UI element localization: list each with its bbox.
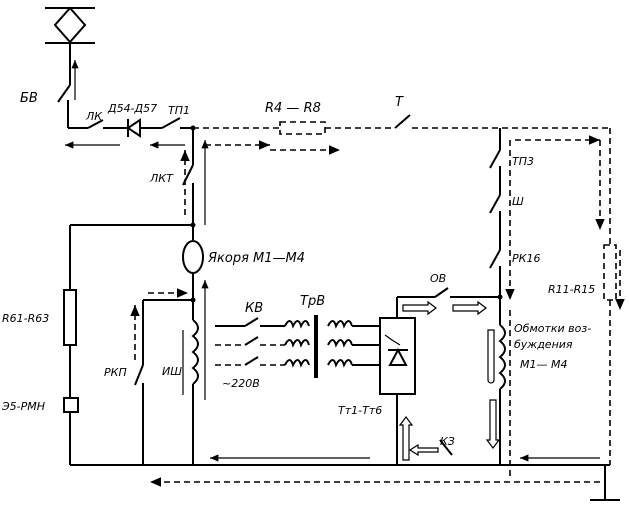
- armature-motor-icon: [182, 240, 204, 274]
- diode-icon: [126, 118, 141, 138]
- label-sh: Ш: [512, 195, 524, 208]
- label-kz: КЗ: [440, 435, 455, 448]
- pantograph-icon: [45, 6, 95, 85]
- label-tp3: ТП3: [512, 155, 534, 168]
- resistor-r11-r15: [603, 244, 617, 301]
- label-field-3: М1— М4: [520, 358, 567, 371]
- label-tp1: ТП1: [168, 104, 190, 117]
- label-kv: КВ: [245, 301, 263, 316]
- lk-switch: [87, 119, 104, 129]
- transformer-icon: [284, 315, 380, 378]
- label-trv: ТрВ: [300, 294, 325, 309]
- t-switch: [394, 114, 411, 129]
- tp3-switch: [489, 149, 501, 169]
- label-220v: ~220В: [222, 377, 260, 390]
- rk16-switch: [489, 249, 501, 269]
- label-field-2: буждения: [514, 338, 573, 351]
- label-armature: Якоря М1—М4: [207, 251, 305, 266]
- label-r61-r63: R61-R63: [2, 312, 49, 325]
- label-tt1-tt6: Тт1-Тт6: [338, 404, 382, 417]
- ov-switch: [434, 287, 449, 298]
- label-rkp: РКП: [104, 366, 127, 379]
- label-lk: ЛК: [85, 110, 103, 123]
- rectifier-icon: [379, 317, 416, 395]
- kv-switches: [215, 317, 285, 366]
- label-lkt: ЛКТ: [149, 172, 174, 185]
- label-e5-rmn: Э5-РМН: [1, 400, 45, 413]
- label-field-1: Обмотки воз-: [514, 322, 591, 335]
- label-r11-r15: R11-R15: [548, 283, 595, 296]
- relay-coil-e5-rmn: [63, 397, 79, 413]
- label-diodes: Д54-Д57: [107, 102, 157, 115]
- ground-icon: [590, 465, 620, 501]
- rkp-switch: [134, 364, 144, 386]
- field-winding-coil: [498, 324, 506, 390]
- sh-switch: [489, 194, 501, 214]
- label-ish: ИШ: [162, 365, 182, 378]
- resistor-r4-r8: [279, 121, 326, 135]
- tp1-switch: [161, 117, 181, 129]
- label-r4-r8: R4 — R8: [265, 101, 321, 116]
- label-bv: БВ: [20, 91, 38, 106]
- label-ov: ОВ: [430, 272, 446, 285]
- bv-switch: [57, 84, 71, 103]
- kz-switch: [439, 439, 453, 456]
- label-rk16: РК16: [512, 252, 540, 265]
- ish-coil: [191, 319, 199, 385]
- resistor-r61-r63: [63, 289, 77, 346]
- label-t: Т: [395, 95, 404, 110]
- field-current-arrow: [402, 300, 437, 316]
